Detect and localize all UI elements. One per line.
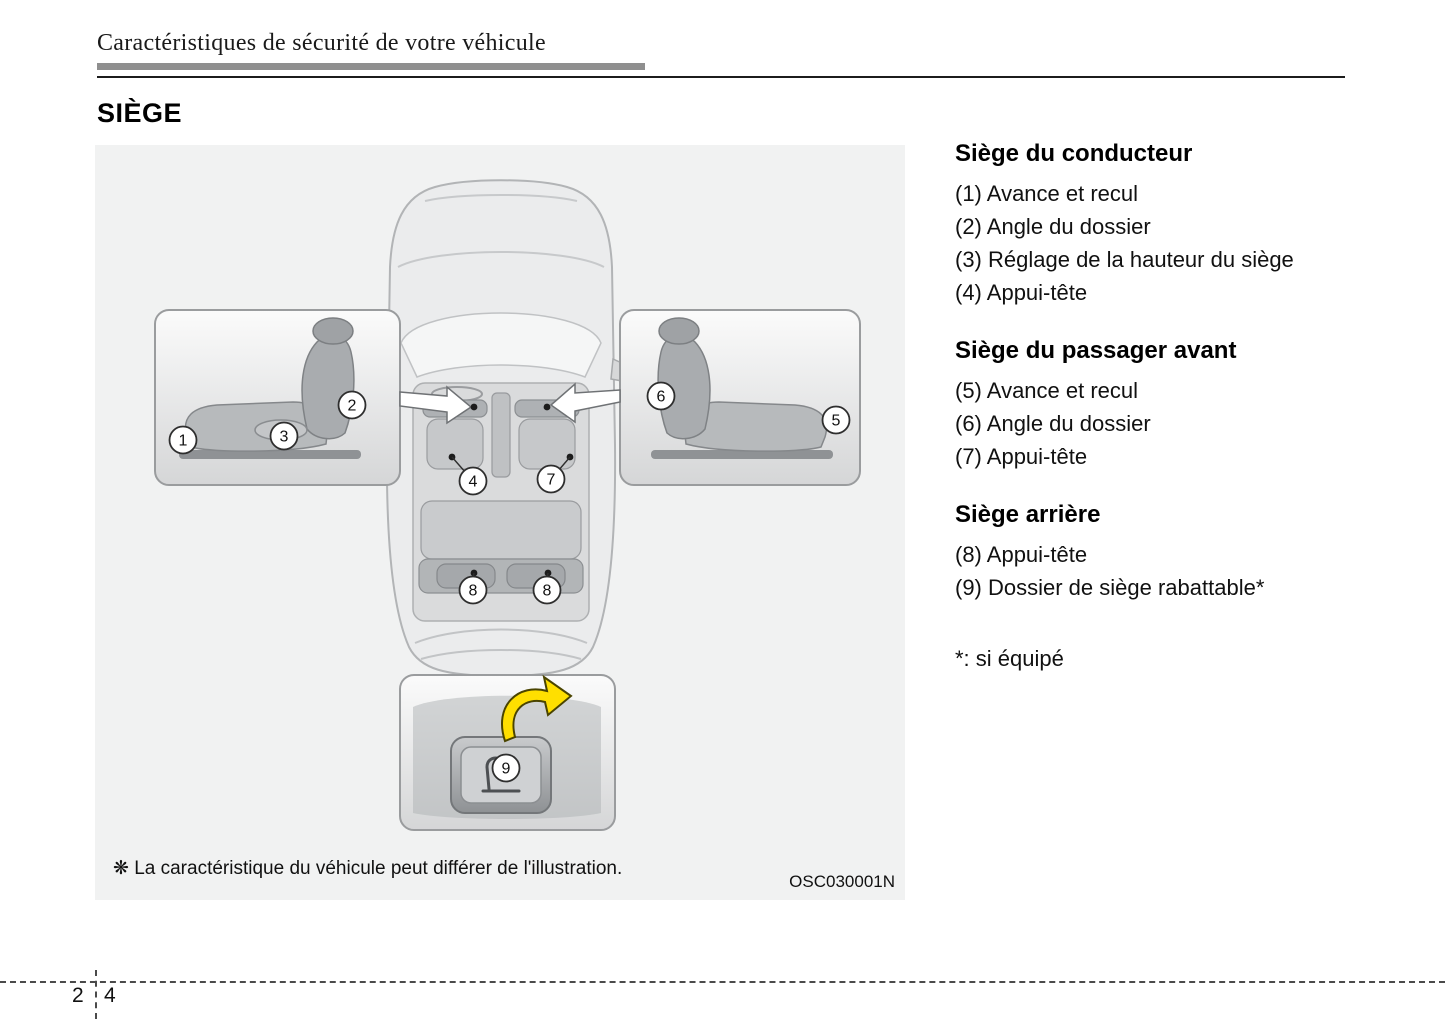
legend-item-5: (5) Avance et recul — [955, 378, 1139, 403]
trunk-line — [420, 649, 582, 660]
hood-line — [397, 251, 605, 268]
callout-5: 5 — [821, 405, 851, 435]
svg-text:3: 3 — [280, 429, 289, 446]
driver-seat-inset — [154, 309, 401, 486]
page-header-title: Caractéristiques de sécurité de votre vé… — [97, 30, 546, 56]
front-grille-line — [424, 194, 578, 202]
svg-text:9: 9 — [502, 761, 511, 778]
svg-text:2: 2 — [348, 398, 357, 415]
callouts: 1 2 3 4 5 6 7 8 8 9 — [168, 381, 851, 783]
fold-arrow-icon — [501, 674, 573, 743]
footer-dashed-rule — [0, 981, 1445, 983]
legend-item-2: (2) Angle du dossier — [955, 214, 1151, 239]
svg-text:4: 4 — [469, 474, 478, 491]
windshield — [400, 312, 602, 378]
legend-item-4: (4) Appui-tête — [955, 280, 1088, 305]
passenger-seat-inset — [619, 309, 861, 486]
svg-text:8: 8 — [469, 583, 478, 600]
callout-8-left: 8 — [458, 575, 488, 605]
svg-text:7: 7 — [547, 472, 556, 489]
legend-group-title-driver: Siège du conducteur — [955, 140, 1193, 167]
figure-note: ❋ La caractéristique du véhicule peut di… — [113, 858, 623, 879]
footer-vertical-dashed-rule — [95, 970, 97, 1019]
legend-item-9: (9) Dossier de siège rabattable* — [955, 575, 1265, 600]
legend-group-title-rear: Siège arrière — [955, 501, 1101, 528]
rear-bench-seat — [418, 500, 584, 594]
rear-window — [414, 628, 588, 644]
svg-text:5: 5 — [832, 413, 841, 430]
figure-code: OSC030001N — [789, 872, 895, 891]
legend-footnote: *: si équipé — [955, 646, 1064, 671]
callout-2: 2 — [337, 390, 367, 420]
legend-item-7: (7) Appui-tête — [955, 444, 1088, 469]
callout-1: 1 — [168, 425, 198, 455]
legend-item-3: (3) Réglage de la hauteur du siège — [955, 247, 1294, 272]
seat-illustration-panel: 1 2 3 4 5 6 7 8 8 9 ❋ La caractéristique… — [95, 145, 905, 900]
callout-6: 6 — [646, 381, 676, 411]
center-console — [491, 392, 511, 478]
passenger-seat-side-view — [651, 317, 833, 459]
car-top-view — [366, 179, 636, 678]
legend-item-6: (6) Angle du dossier — [955, 411, 1151, 436]
page-number-page: 4 — [104, 984, 116, 1007]
page-number-section: 2 — [72, 984, 84, 1007]
legend-column: Siège du conducteur (1) Avance et recul … — [955, 140, 1395, 672]
legend-group-title-passenger: Siège du passager avant — [955, 337, 1237, 364]
legend-item-8: (8) Appui-tête — [955, 542, 1088, 567]
seat-diagram: 1 2 3 4 5 6 7 8 8 9 — [154, 179, 861, 831]
callout-9: 9 — [491, 753, 521, 783]
callout-7: 7 — [536, 464, 566, 494]
header-rule-thin — [97, 76, 1345, 78]
passenger-pointer-arrow — [549, 382, 621, 424]
callout-3: 3 — [269, 421, 299, 451]
callout-8-right: 8 — [532, 575, 562, 605]
svg-text:1: 1 — [179, 433, 188, 450]
driver-pointer-arrow — [399, 385, 473, 425]
callout-4: 4 — [458, 466, 488, 496]
legend-group-passenger-seat: Siège du passager avant (5) Avance et re… — [955, 337, 1395, 473]
legend-group-driver-seat: Siège du conducteur (1) Avance et recul … — [955, 140, 1395, 309]
seat-fold-inset — [399, 674, 616, 831]
legend-item-1: (1) Avance et recul — [955, 181, 1139, 206]
section-title: SIÈGE — [97, 98, 183, 128]
header-underline-thick — [97, 63, 645, 70]
svg-text:8: 8 — [543, 583, 552, 600]
legend-group-rear-seat: Siège arrière (8) Appui-tête (9) Dossier… — [955, 501, 1395, 604]
svg-text:6: 6 — [657, 389, 666, 406]
